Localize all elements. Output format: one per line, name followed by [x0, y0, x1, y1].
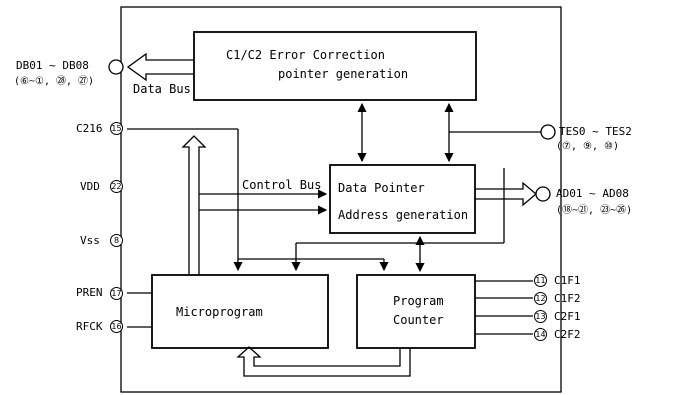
data-pointer-block [329, 164, 476, 234]
c2f2-pin-number: 14 [534, 328, 547, 341]
chip-outline [120, 6, 562, 393]
pren-pin-number: 17 [110, 287, 123, 300]
c1f1-pin-number: 11 [534, 274, 547, 287]
data-pointer-subtitle: Address generation [338, 208, 469, 222]
program-counter-title: Program [393, 294, 444, 308]
pc-feedback-arrow [236, 346, 411, 377]
pren-pin-name: PREN [76, 286, 103, 299]
microprogram-title: Microprogram [176, 305, 263, 319]
tes-pin-numbers: (⑦, ⑨, ⑩) [556, 141, 620, 152]
vdd-pin-number: 22 [110, 180, 123, 193]
c2f1-pin-number: 13 [534, 310, 547, 323]
rfck-pin-name: RFCK [76, 320, 103, 333]
ad-pin-numbers: (⑱~㉑, ㉓~㉖) [556, 205, 633, 216]
data-bus-label: Data Bus [133, 82, 191, 96]
c1f2-pin-number: 12 [534, 292, 547, 305]
c2f2-pin-name: C2F2 [554, 328, 581, 341]
data-pointer-title: Data Pointer [338, 181, 425, 195]
c1f1-pin-name: C1F1 [554, 274, 581, 287]
db-pin-numbers: (⑥~①, ㉘, ㉗) [14, 76, 95, 87]
control-bus-label: Control Bus [242, 178, 322, 192]
ad-bus-arrow [475, 181, 538, 207]
program-counter-subtitle: Counter [393, 313, 444, 327]
vss-pin-name: Vss [80, 234, 100, 247]
rfck-pin-number: 16 [110, 320, 123, 333]
db-terminal [108, 59, 124, 75]
microprogram-up-arrow [181, 135, 207, 275]
program-counter-block [356, 274, 476, 349]
c1f2-pin-name: C1F2 [554, 292, 581, 305]
microprogram-block [151, 274, 329, 349]
tes-terminal [540, 124, 556, 140]
c2f1-pin-name: C2F1 [554, 310, 581, 323]
ad-pin-name: AD01 ~ AD08 [556, 187, 629, 200]
data-bus-arrow [126, 52, 194, 82]
error-correction-title: C1/C2 Error Correction [226, 48, 385, 62]
c216-pin-name: C216 [76, 122, 103, 135]
error-correction-block [193, 31, 477, 101]
vss-pin-number: 8 [110, 234, 123, 247]
ad-terminal [535, 186, 551, 202]
vdd-pin-name: VDD [80, 180, 100, 193]
error-correction-subtitle: pointer generation [278, 67, 409, 81]
c216-pin-number: 15 [110, 122, 123, 135]
tes-pin-name: TES0 ~ TES2 [559, 125, 632, 138]
db-pin-name: DB01 ~ DB08 [16, 59, 89, 72]
